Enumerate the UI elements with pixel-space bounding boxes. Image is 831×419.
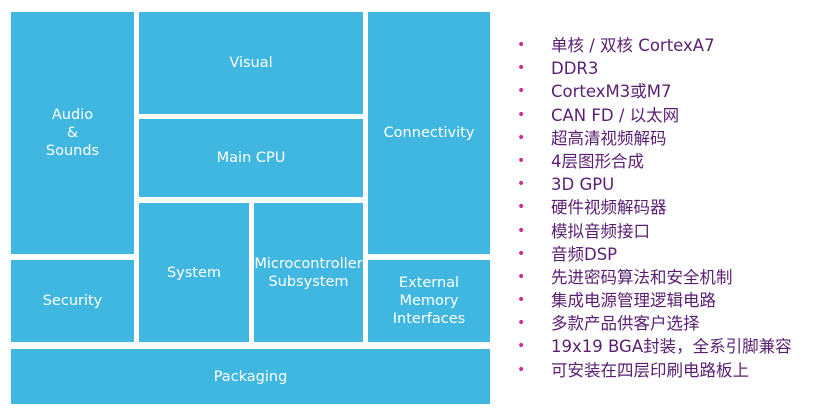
bullet-icon: • <box>517 176 526 193</box>
bullet-icon: • <box>517 268 526 285</box>
block-external-memory-interfaces: External Memory Interfaces <box>368 260 490 342</box>
bullet-icon: • <box>517 222 526 239</box>
block-main-cpu: Main CPU <box>139 119 363 197</box>
feature-text: CAN FD / 以太网 <box>551 105 680 125</box>
feature-text: DDR3 <box>551 59 599 79</box>
feature-item: • 先进密码算法和安全机制 <box>514 266 831 289</box>
bullet-icon: • <box>517 338 526 355</box>
block-connectivity: Connectivity <box>368 12 490 254</box>
block-system: System <box>139 203 249 342</box>
bullet-icon: • <box>517 106 526 123</box>
feature-item: • 音频DSP <box>514 243 831 266</box>
block-packaging: Packaging <box>11 349 490 404</box>
feature-text: 可安装在四层印刷电路板上 <box>551 360 749 380</box>
feature-text: 4层图形合成 <box>551 151 644 171</box>
block-audio-sounds: Audio & Sounds <box>11 12 134 254</box>
feature-list: • 单核 / 双核 CortexA7 • DDR3 • CortexM3或M7 • CAN F… <box>514 34 831 382</box>
feature-item: • 集成电源管理逻辑电路 <box>514 289 831 312</box>
feature-text: 先进密码算法和安全机制 <box>551 267 733 287</box>
feature-item: • 多款产品供客户选择 <box>514 312 831 335</box>
feature-text: 音频DSP <box>551 244 618 264</box>
feature-item: • 可安装在四层印刷电路板上 <box>514 359 831 382</box>
feature-text: 模拟音频接口 <box>551 221 650 241</box>
bullet-icon: • <box>517 199 526 216</box>
feature-text: 多款产品供客户选择 <box>551 314 700 334</box>
feature-text: CortexM3或M7 <box>551 82 672 102</box>
bullet-icon: • <box>517 37 526 53</box>
feature-text: 超高清视频解码 <box>551 128 667 148</box>
feature-item: • 超高清视频解码 <box>514 127 831 150</box>
block-microcontroller-subsystem: Microcontroller Subsystem <box>254 203 363 342</box>
feature-item: • 硬件视频解码器 <box>514 196 831 219</box>
feature-item: • 19x19 BGA封装，全系引脚兼容 <box>514 335 831 358</box>
block-visual: Visual <box>139 12 363 114</box>
feature-text: 硬件视频解码器 <box>551 198 667 218</box>
feature-item: • CAN FD / 以太网 <box>514 104 831 127</box>
feature-text: 单核 / 双核 CortexA7 <box>551 36 715 55</box>
bullet-icon: • <box>517 152 526 169</box>
feature-item: • 4层图形合成 <box>514 150 831 173</box>
feature-text: 3D GPU <box>551 175 615 195</box>
architecture-diagram: Audio & Sounds Visual Connectivity Main … <box>11 12 490 404</box>
bullet-icon: • <box>517 245 526 262</box>
feature-item: • 模拟音频接口 <box>514 220 831 243</box>
bullet-icon: • <box>517 83 526 100</box>
bullet-icon: • <box>517 292 526 309</box>
feature-text: 集成电源管理逻辑电路 <box>551 291 716 311</box>
bullet-icon: • <box>517 129 526 146</box>
block-security: Security <box>11 260 134 342</box>
bullet-icon: • <box>517 60 526 77</box>
bullet-icon: • <box>517 361 526 378</box>
feature-text: 19x19 BGA封装，全系引脚兼容 <box>551 337 792 357</box>
feature-item: • 单核 / 双核 CortexA7 <box>514 34 831 57</box>
bullet-icon: • <box>517 315 526 332</box>
feature-item: • DDR3 <box>514 57 831 80</box>
feature-item: • 3D GPU <box>514 173 831 196</box>
feature-item: • CortexM3或M7 <box>514 80 831 103</box>
